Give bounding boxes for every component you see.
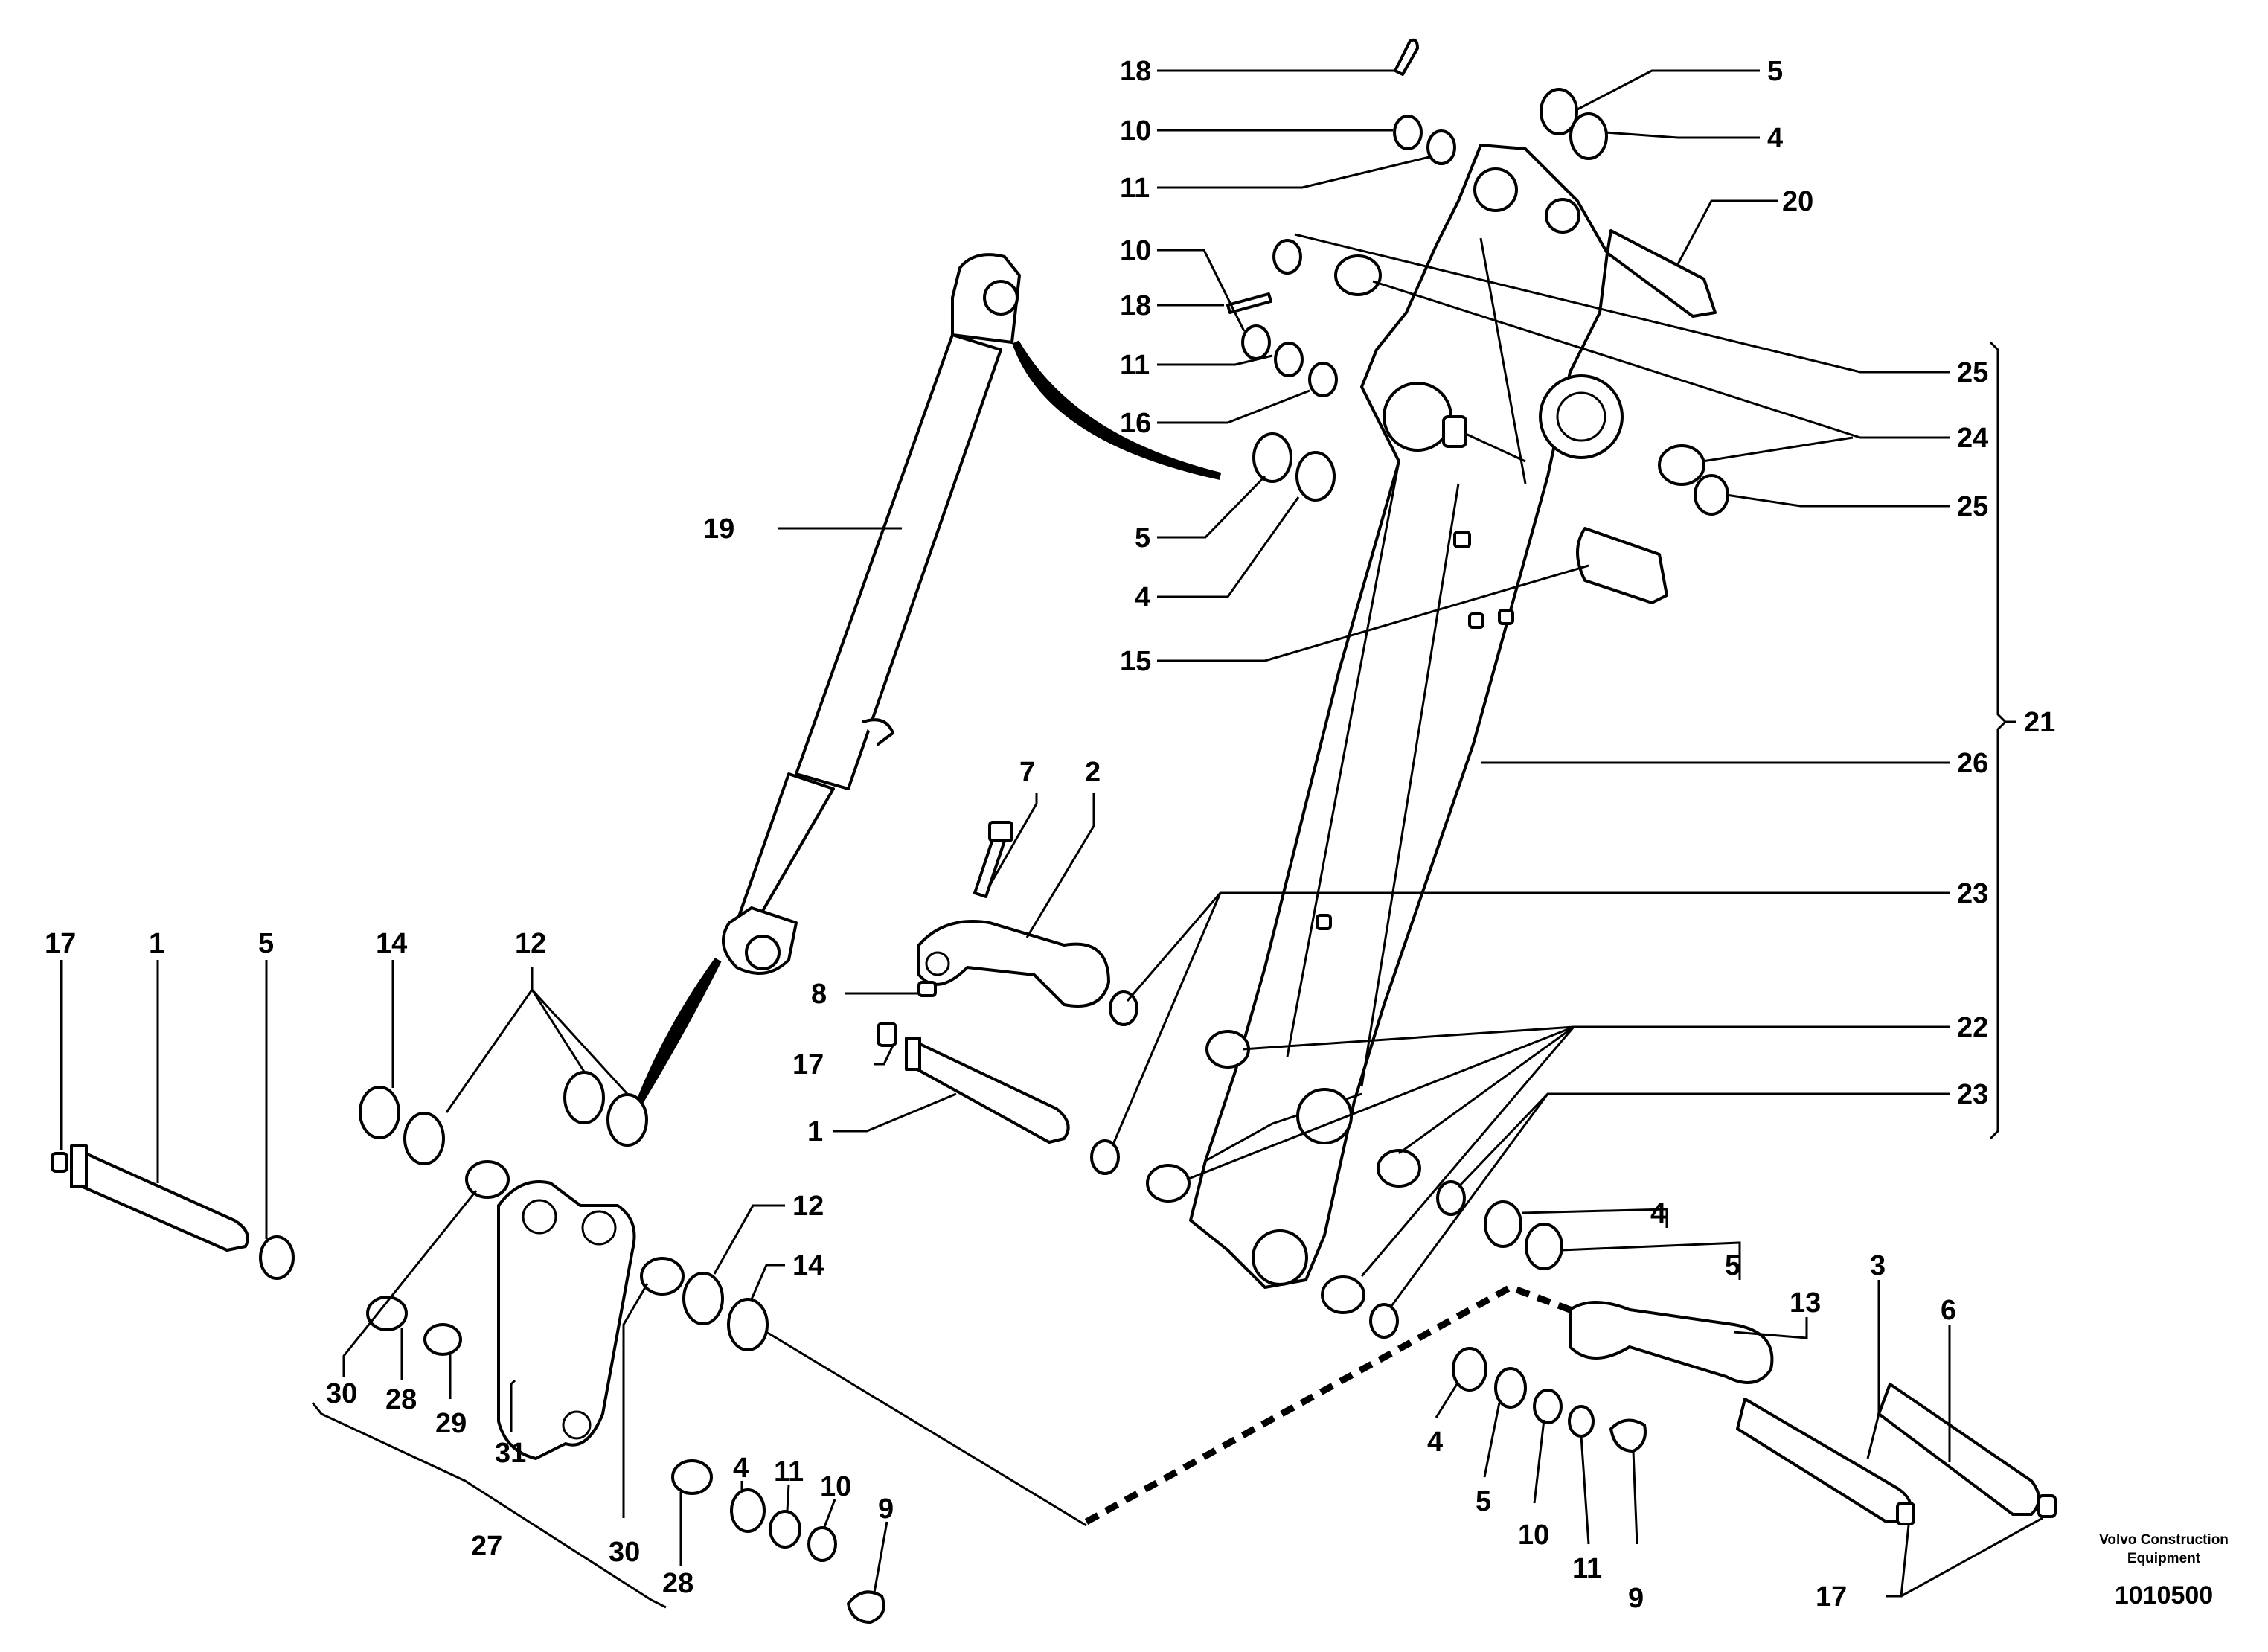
callout-23: 23 (1957, 1079, 1988, 1110)
callout-1: 1 (807, 1116, 823, 1147)
leader-lines (60, 69, 2043, 1609)
callout-30: 30 (326, 1378, 357, 1409)
bolt (973, 821, 1013, 898)
callout-17: 17 (792, 1049, 824, 1080)
callout-24: 24 (1957, 423, 1988, 454)
callout-6: 6 (1941, 1295, 1956, 1326)
callout-5: 5 (1476, 1486, 1491, 1517)
callout-4: 4 (1767, 123, 1783, 154)
callout-13: 13 (1790, 1287, 1821, 1319)
callout-18: 18 (1120, 290, 1151, 321)
callout-30: 30 (609, 1537, 640, 1568)
callout-28: 28 (385, 1384, 417, 1415)
callout-11: 11 (1120, 173, 1150, 204)
callout-25: 25 (1957, 491, 1988, 522)
callout-22: 22 (1957, 1012, 1988, 1043)
link-lower (1569, 1301, 1774, 1384)
callout-26: 26 (1957, 748, 1988, 779)
callout-1: 1 (149, 928, 164, 959)
callout-7: 7 (1019, 757, 1035, 788)
callout-17: 17 (1816, 1581, 1847, 1613)
callout-21: 21 (2024, 707, 2055, 738)
callout-15: 15 (1120, 646, 1151, 677)
callout-4: 4 (1650, 1198, 1666, 1229)
reference-number: 1010500 (2115, 1581, 2213, 1610)
callout-17: 17 (45, 928, 76, 959)
callout-23: 23 (1957, 878, 1988, 909)
callout-5: 5 (258, 928, 274, 959)
callout-labels: 18 10 11 10 18 11 16 5 4 5 4 20 25 24 25… (45, 56, 2055, 1614)
washers (259, 88, 1729, 1562)
callout-31: 31 (495, 1438, 526, 1469)
callout-5: 5 (1135, 522, 1150, 554)
callout-12: 12 (515, 928, 546, 959)
callout-9: 9 (878, 1493, 894, 1525)
pin-upper-left (905, 1037, 1070, 1144)
callout-19: 19 (703, 513, 734, 545)
hydraulic-cylinder (636, 253, 1222, 1104)
callout-10: 10 (1518, 1520, 1549, 1551)
boom-arm (1189, 144, 1624, 1289)
pin-20 (1606, 229, 1717, 318)
callout-14: 14 (792, 1250, 824, 1281)
callout-12: 12 (792, 1191, 824, 1222)
callout-4: 4 (1427, 1427, 1443, 1458)
callout-28: 28 (662, 1568, 693, 1599)
callout-16: 16 (1120, 408, 1151, 439)
callout-11: 11 (1120, 350, 1150, 381)
bushings (366, 254, 1705, 1495)
link-upper (917, 920, 1110, 1008)
callout-4: 4 (733, 1453, 749, 1484)
callout-14: 14 (376, 928, 407, 959)
callout-20: 20 (1782, 186, 1813, 217)
side-link (497, 1180, 636, 1460)
small-hardware (51, 38, 2057, 1624)
callout-25: 25 (1957, 357, 1988, 388)
brand-name: Volvo Construction (2099, 1532, 2229, 1548)
callout-10: 10 (1120, 115, 1151, 147)
callout-29: 29 (435, 1408, 467, 1439)
callout-11: 11 (1572, 1553, 1602, 1584)
brand-block: Volvo Construction Equipment 1010500 (2099, 1532, 2229, 1610)
callout-5: 5 (1725, 1250, 1740, 1281)
callout-18: 18 (1120, 56, 1151, 87)
brand-subtitle: Equipment (2127, 1551, 2201, 1566)
pin-left (70, 1144, 249, 1252)
callout-4: 4 (1135, 582, 1150, 613)
callout-10: 10 (820, 1471, 851, 1502)
callout-9: 9 (1628, 1583, 1644, 1614)
callout-5: 5 (1767, 56, 1783, 87)
callout-8: 8 (811, 979, 827, 1010)
callout-2: 2 (1085, 757, 1101, 788)
callout-11: 11 (774, 1456, 804, 1488)
callout-27: 27 (471, 1531, 502, 1562)
callout-10: 10 (1120, 235, 1151, 266)
callout-3: 3 (1870, 1250, 1886, 1281)
pin-15 (1576, 527, 1668, 604)
